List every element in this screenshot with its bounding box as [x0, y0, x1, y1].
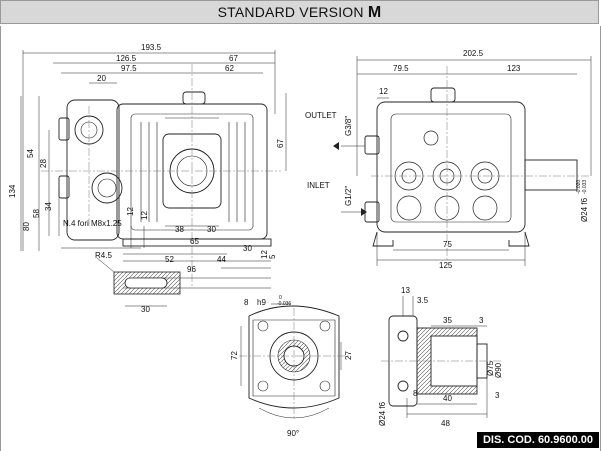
shaft-dim-40: 40: [443, 394, 452, 403]
dim-62: 62: [225, 64, 234, 73]
slot-detail: [96, 257, 181, 307]
shaft-dim-8: 8: [413, 389, 418, 398]
shaft-dia-90: Ø90: [494, 362, 503, 378]
inlet-thread: G1/2": [344, 186, 353, 206]
shaft-dia-24: Ø24 f6: [378, 401, 387, 426]
dim-202-5: 202.5: [463, 49, 484, 58]
technical-drawing-area: 193.5 126.5 67 97.5 62 20 134 54 28 80 5…: [0, 26, 601, 451]
pump-head-outline: [66, 99, 120, 241]
title-version-letter: M: [367, 4, 382, 21]
dim-79-5: 79.5: [393, 64, 409, 73]
flange-dim-h9: h9: [257, 298, 266, 307]
side-shaft-dim: Ø24 f6: [580, 197, 589, 222]
dim-34: 34: [44, 202, 53, 211]
drawing-code-badge: DIS. COD. 60.9600.00: [476, 432, 599, 448]
shaft-dim-3-small: 3: [495, 391, 500, 400]
flange-view: [239, 303, 351, 419]
dim-44: 44: [217, 255, 226, 264]
shaft-dim-13: 13: [401, 286, 410, 295]
slot-width: 30: [141, 305, 150, 314]
front-dimension-lines: [20, 50, 287, 289]
dim-96: 96: [187, 265, 196, 274]
dim-5: 5: [268, 254, 277, 259]
flange-outline: [248, 305, 340, 409]
flange-dim-72: 72: [230, 351, 239, 360]
dim-12-b: 12: [140, 211, 149, 220]
shaft-dia-75: Ø75: [486, 360, 495, 376]
side-shaft-tol-top: -0.020: [576, 180, 582, 194]
inlet-label: INLET: [307, 181, 330, 190]
dim-75: 75: [443, 240, 452, 249]
flange-bolt-holes: [257, 320, 331, 392]
oil-cap: [182, 91, 206, 105]
dim-134: 134: [8, 184, 17, 198]
dim-58: 58: [32, 209, 41, 218]
dim-54: 54: [26, 149, 35, 158]
mounting-holes-note: N.4 fori M8x1.25: [63, 219, 122, 228]
dim-67-right: 67: [276, 139, 285, 148]
dim-126-5: 126.5: [116, 54, 137, 63]
page-title: STANDARD VERSION M: [217, 4, 382, 21]
side-shaft-tol-bottom: -0.033: [582, 180, 588, 194]
dim-125: 125: [439, 261, 453, 270]
drive-shaft: [524, 159, 578, 191]
side-view: [333, 56, 592, 266]
dim-123: 123: [507, 64, 521, 73]
dim-side-12: 12: [379, 87, 388, 96]
outlet-port: [364, 135, 380, 155]
slot-radius: R4.5: [95, 251, 112, 260]
dim-67-top: 67: [229, 54, 238, 63]
dim-30-a: 30: [207, 225, 216, 234]
dim-12-c: 12: [260, 250, 269, 259]
dim-97-5: 97.5: [121, 64, 137, 73]
drawing-svg: 193.5 126.5 67 97.5 62 20 134 54 28 80 5…: [8, 43, 592, 438]
flange-dim-8: 8: [244, 298, 249, 307]
dim-80: 80: [22, 222, 31, 231]
shaft-dim-48: 48: [441, 419, 450, 428]
title-prefix: STANDARD VERSION: [217, 4, 368, 20]
dim-12-a: 12: [126, 207, 135, 216]
mounting-foot: [122, 238, 272, 247]
shaft-dim-35: 35: [443, 316, 452, 325]
outlet-thread: G3/8": [344, 116, 353, 136]
dim-30-b: 30: [243, 244, 252, 253]
flange-dim-27: 27: [344, 351, 353, 360]
dim-38: 38: [175, 225, 184, 234]
front-view: [20, 50, 287, 289]
dim-65: 65: [190, 237, 199, 246]
side-body-outline: [376, 101, 526, 233]
shaft-section-view: [381, 296, 501, 418]
side-oil-cap: [430, 87, 456, 103]
flange-dim-90deg: 90°: [287, 429, 299, 438]
dim-52: 52: [165, 255, 174, 264]
dim-28: 28: [39, 159, 48, 168]
flange-tol-top: 0: [279, 295, 282, 301]
title-bar: STANDARD VERSION M: [0, 0, 599, 24]
dim-193-5: 193.5: [141, 43, 162, 52]
shaft-dim-3: 3: [479, 316, 484, 325]
flange-tol-bottom: -0.036: [277, 301, 291, 307]
dim-20: 20: [97, 74, 106, 83]
outlet-label: OUTLET: [305, 111, 337, 120]
shaft-dim-3-5: 3.5: [417, 296, 429, 305]
